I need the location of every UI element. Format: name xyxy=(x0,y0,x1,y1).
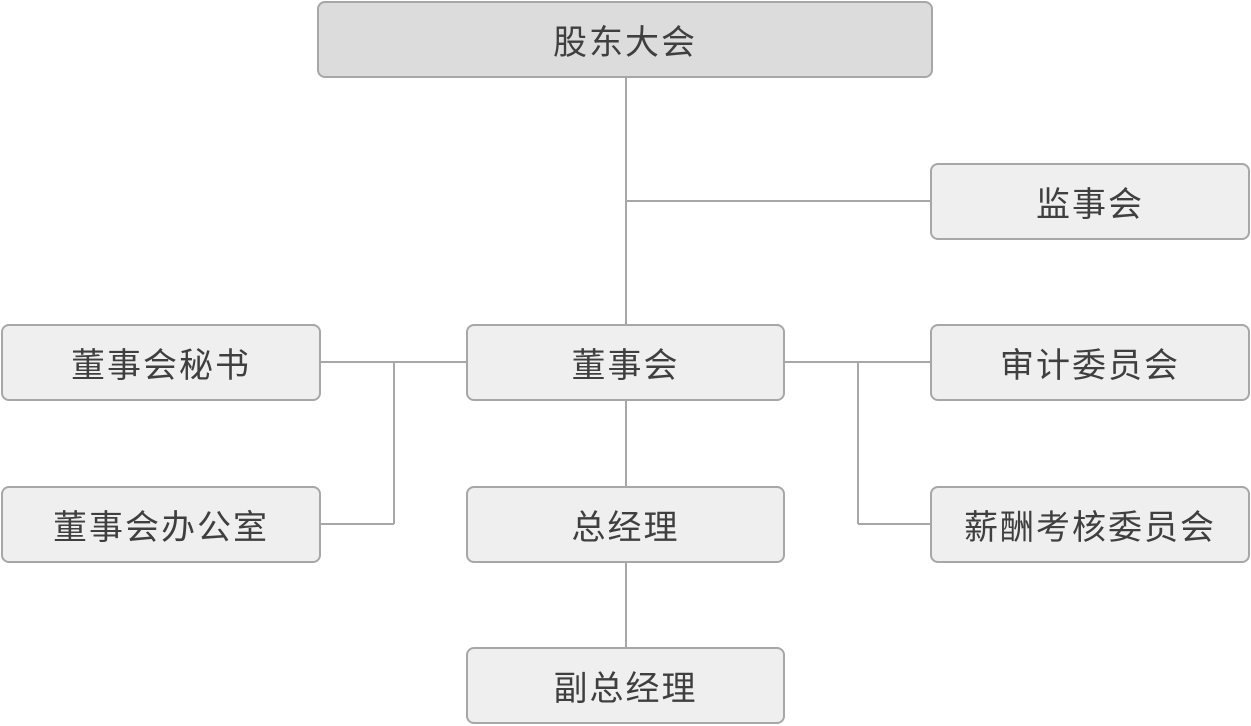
node-shareholders-meeting: 股东大会 xyxy=(317,1,933,78)
node-audit-committee: 审计委员会 xyxy=(930,324,1250,401)
node-general-manager: 总经理 xyxy=(466,486,785,563)
node-board-of-directors: 董事会 xyxy=(466,324,785,401)
node-deputy-general-manager: 副总经理 xyxy=(466,647,785,724)
node-supervisory-board: 监事会 xyxy=(930,163,1250,240)
node-board-office: 董事会办公室 xyxy=(1,486,321,563)
node-remuneration-committee: 薪酬考核委员会 xyxy=(930,486,1250,563)
node-board-secretary: 董事会秘书 xyxy=(1,324,321,401)
